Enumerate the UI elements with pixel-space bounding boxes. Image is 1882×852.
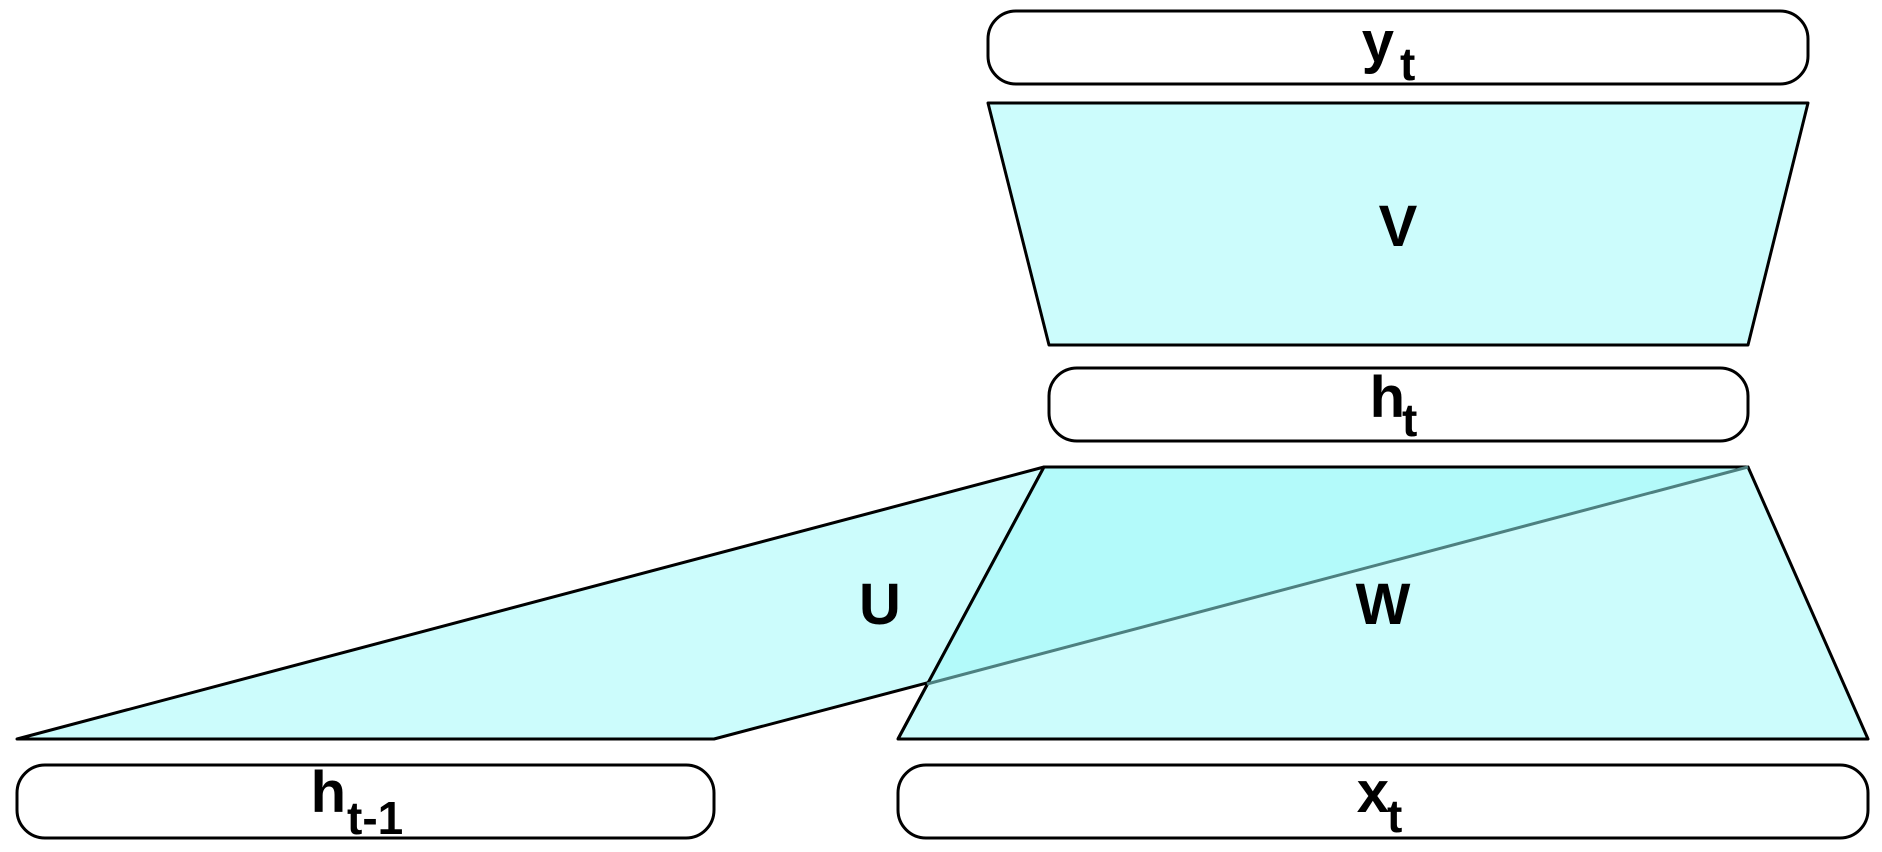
node-h-t-minus-1-box	[15, 763, 716, 840]
node-h-t-minus-1-subscript: t-1	[347, 792, 403, 844]
node-y-t-box	[986, 9, 1810, 86]
node-y-t-subscript: t	[1400, 38, 1415, 90]
node-y-t-label: y	[1362, 10, 1394, 75]
weight-v-trapezoid	[986, 101, 1810, 347]
node-x-t: x t	[896, 760, 1870, 842]
weight-u-label: U	[859, 572, 901, 637]
node-h-t-subscript: t	[1402, 394, 1417, 446]
node-x-t-label: x	[1357, 760, 1389, 825]
node-x-t-subscript: t	[1387, 790, 1402, 842]
weight-u-right-edge-overlap	[926, 465, 1749, 686]
node-h-t-minus-1-label: h	[311, 760, 346, 825]
weight-v-label: V	[1379, 194, 1418, 259]
weight-w-left-edge	[896, 466, 1046, 740]
weight-v: V	[986, 101, 1810, 347]
node-h-t-minus-1: h t-1	[15, 760, 716, 844]
node-y-t: y t	[986, 9, 1810, 90]
weight-w-label: W	[1356, 572, 1411, 637]
node-h-t: h t	[1047, 365, 1750, 446]
node-x-t-box	[896, 763, 1870, 840]
node-h-t-box	[1047, 366, 1750, 443]
weight-w: W	[896, 465, 1870, 741]
node-h-t-label: h	[1370, 365, 1405, 430]
